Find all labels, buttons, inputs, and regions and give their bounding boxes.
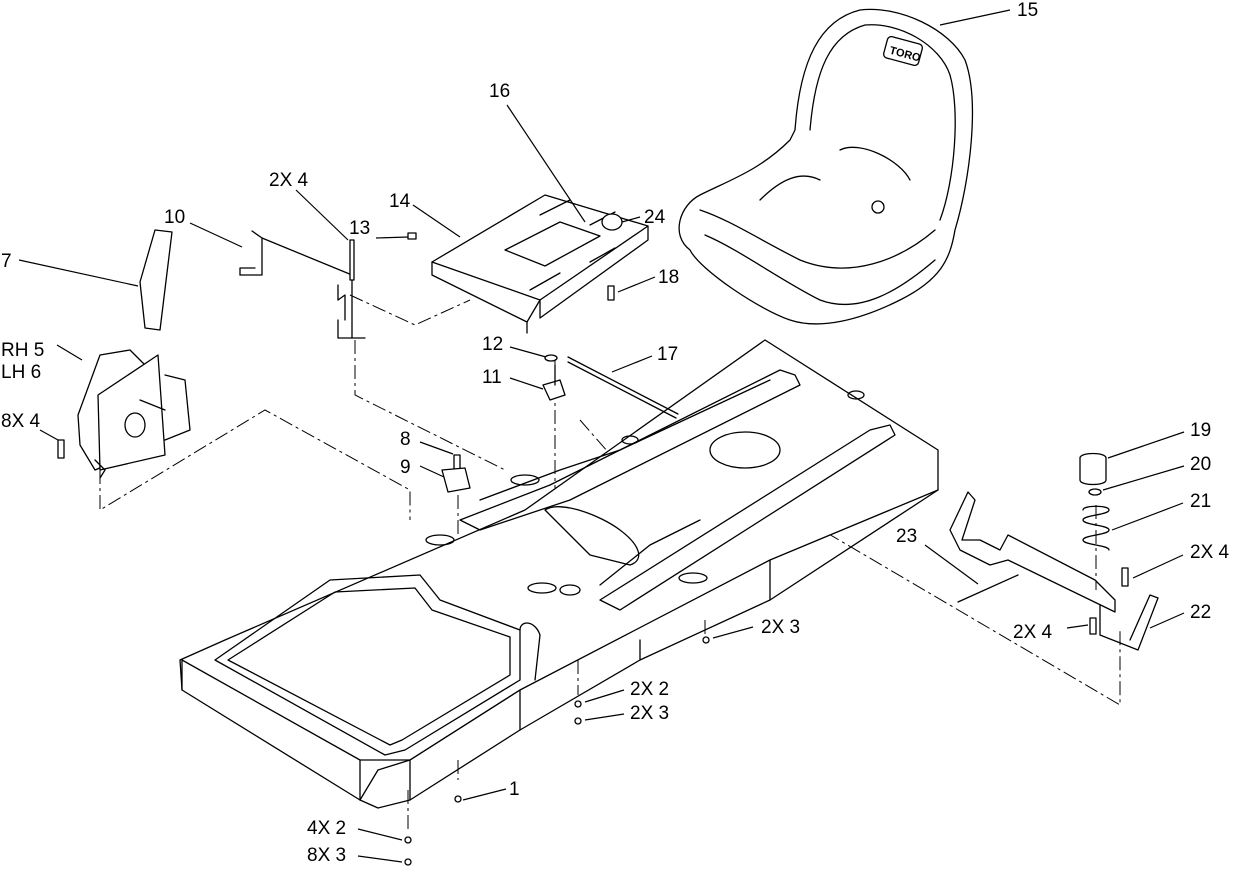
callout-2x4-lower: 2X 4 bbox=[1013, 622, 1053, 643]
callout-18: 18 bbox=[658, 267, 679, 288]
seat-adjuster bbox=[77, 349, 191, 479]
callout-21: 21 bbox=[1190, 491, 1211, 512]
callout-23: 23 bbox=[896, 526, 917, 547]
callout-15: 15 bbox=[1017, 0, 1038, 21]
callout-13: 13 bbox=[349, 218, 370, 239]
callout-2x4-bolt: 2X 4 bbox=[269, 170, 309, 191]
pin bbox=[957, 574, 1019, 603]
seat-adjust-knob bbox=[871, 200, 885, 214]
callout-2x3-lower: 2X 3 bbox=[630, 703, 669, 724]
callout-10: 10 bbox=[164, 207, 185, 228]
leader-lines bbox=[18, 9, 1185, 863]
callout-2x2: 2X 2 bbox=[630, 679, 669, 700]
rod bbox=[567, 356, 679, 415]
spring-assembly bbox=[1079, 452, 1110, 551]
hardware bbox=[57, 213, 1129, 866]
callout-lh6: LH 6 bbox=[1, 362, 41, 383]
brand-logo-badge bbox=[883, 35, 923, 67]
rod-edge bbox=[567, 361, 677, 419]
callout-20: 20 bbox=[1190, 454, 1211, 475]
seat: TORO bbox=[678, 8, 974, 325]
callout-9: 9 bbox=[400, 457, 411, 478]
callout-8x4: 8X 4 bbox=[1, 411, 41, 432]
callout-19: 19 bbox=[1190, 420, 1211, 441]
rear-bracket bbox=[949, 491, 1159, 651]
callout-7: 7 bbox=[1, 251, 12, 272]
seat-bracket bbox=[239, 230, 366, 339]
callout-11: 11 bbox=[482, 367, 502, 388]
callout-14: 14 bbox=[389, 191, 411, 212]
callout-4x2: 4X 2 bbox=[307, 818, 346, 839]
callout-8x3: 8X 3 bbox=[307, 845, 346, 866]
callout-22: 22 bbox=[1190, 602, 1211, 623]
callout-rh5: RH 5 bbox=[1, 340, 44, 361]
callout-2x3-upper: 2X 3 bbox=[761, 617, 800, 638]
knob bbox=[542, 354, 566, 401]
callout-24: 24 bbox=[644, 207, 666, 228]
adjust-rack bbox=[139, 229, 173, 331]
callout-8: 8 bbox=[400, 429, 411, 450]
callout-16: 16 bbox=[489, 81, 510, 102]
chassis-frame bbox=[179, 339, 939, 809]
callout-1: 1 bbox=[509, 779, 520, 800]
seat-plate bbox=[431, 194, 649, 334]
callout-2x4-right: 2X 4 bbox=[1190, 542, 1230, 563]
callout-12: 12 bbox=[482, 334, 503, 355]
callout-17: 17 bbox=[657, 344, 678, 365]
